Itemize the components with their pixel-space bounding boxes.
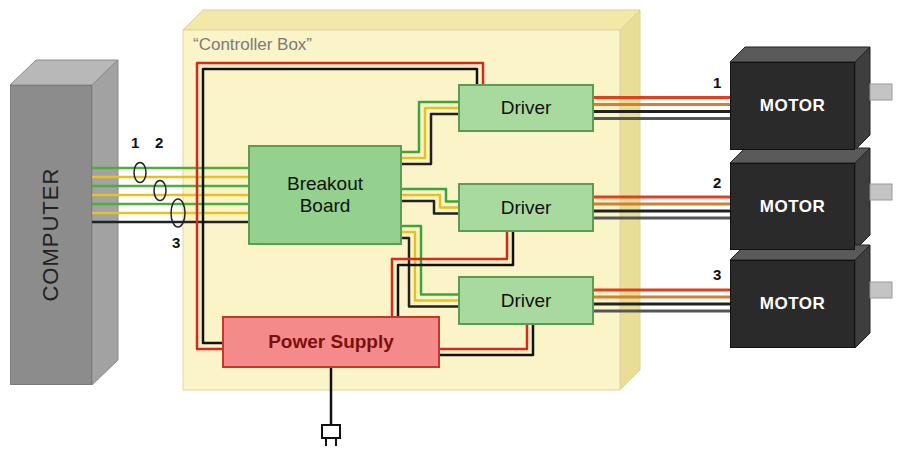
plug-prong [325,438,327,446]
motor-side-face [855,47,870,150]
wire [92,221,248,224]
wire [92,212,248,215]
controller-side-face [620,10,640,390]
driver-label: Driver [501,197,552,219]
driver-label: Driver [501,290,552,312]
power-supply: Power Supply [222,316,440,368]
computer-label: COMPUTER [38,168,63,302]
motor-side-face [855,245,870,348]
driver-box: Driver [458,84,594,132]
controller-front-face [183,30,620,390]
wire-bundle [594,98,730,119]
controller-top-face [183,10,640,30]
callout-number: 1 [131,134,139,152]
driver-box: Driver [458,183,594,232]
callout-number: 2 [155,134,163,152]
box-title: “Controller Box” [193,35,312,55]
driver-label: Driver [501,97,552,119]
wire [594,296,730,299]
motor-label: MOTOR [760,96,825,116]
wire-bundle [594,290,730,311]
wire [440,325,527,349]
motor-top-face [730,148,870,163]
wire-bundle [197,63,483,349]
bundle-ring [171,199,185,227]
driver-box: Driver [458,276,594,325]
wire [92,185,248,188]
bundle-ring [134,163,146,183]
motor-label: MOTOR [760,294,825,314]
wire [594,103,730,106]
wire [594,117,730,120]
wire [402,201,458,214]
plug-prong [335,438,337,446]
motor-number: 1 [713,74,721,92]
wire [594,196,730,199]
wire [92,203,248,206]
wire [440,325,533,355]
wire [594,210,730,213]
wire-bundle [594,197,730,218]
wire [197,63,483,349]
wire [594,303,730,306]
wire [594,110,730,113]
wire [402,114,458,164]
motor-shaft [870,282,892,298]
bundle-ring [154,181,166,201]
motor-box: MOTOR [730,62,855,150]
motor-top-face [730,47,870,62]
callout-number: 3 [172,234,180,252]
motor-shaft [870,184,892,200]
motor-number: 2 [713,174,721,192]
motor-shaft [870,84,892,100]
power-cord [330,368,333,425]
wire [92,167,248,170]
wire [594,96,730,99]
motor-box: MOTOR [730,260,855,348]
wire-bundle [440,325,533,355]
board-label: Breakout Board [265,173,385,217]
wire [203,69,477,343]
power-label: Power Supply [268,331,394,353]
wire [402,238,458,307]
wire-bundle [92,168,248,222]
motor-label: MOTOR [760,197,825,217]
computer-box: COMPUTER [10,85,92,385]
wire-bundle [402,189,458,214]
power-plug [322,425,340,438]
wire [594,289,730,292]
wire [92,194,248,197]
wire [594,203,730,206]
wire [594,310,730,313]
wire [594,217,730,220]
breakout-board: Breakout Board [248,145,402,245]
wire [92,176,248,179]
controller-box: “Controller Box”DriverBreakout BoardDriv… [183,30,620,390]
motor-side-face [855,148,870,250]
motor-box: MOTOR [730,163,855,250]
motor-number: 3 [713,266,721,284]
wire-bundle [402,102,458,164]
